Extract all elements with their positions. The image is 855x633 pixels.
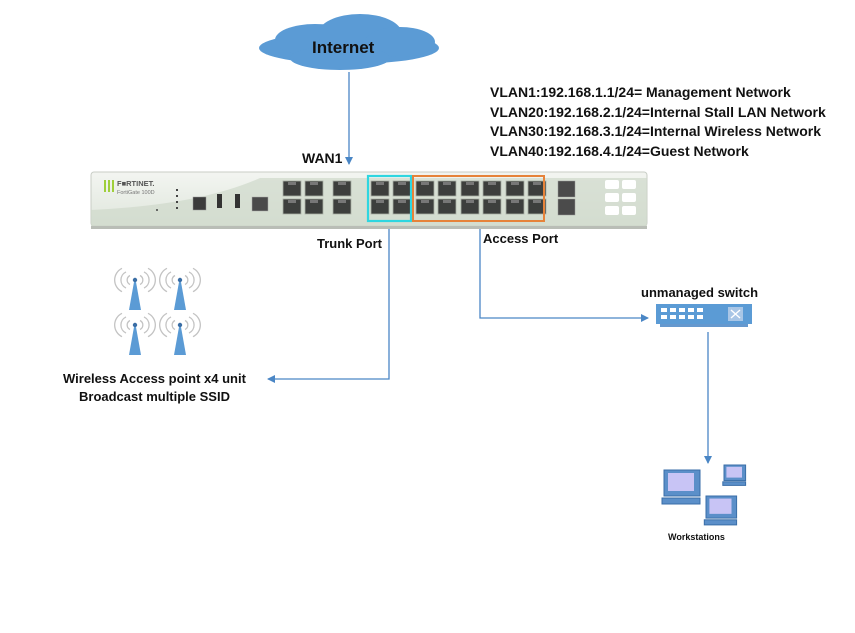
workstation-icon	[722, 464, 747, 486]
wireless-ap-icon	[159, 267, 201, 310]
wireless-label-line2: Broadcast multiple SSID	[79, 389, 230, 404]
rj45-port	[370, 180, 390, 197]
rj45-port	[460, 198, 480, 215]
fortigate-firewall-device: F■RTINET. FortiGate 100D	[90, 171, 648, 229]
rj45-port	[282, 180, 302, 197]
workstations-icon	[661, 464, 747, 526]
vlan-item: VLAN1:192.168.1.1/24= Management Network	[490, 84, 791, 100]
internet-label: Internet	[312, 38, 375, 57]
rj45-port	[332, 198, 352, 215]
rj45-port	[415, 198, 435, 215]
access-port-highlight	[412, 175, 545, 222]
firewall-brand: F■RTINET.	[117, 179, 154, 188]
wireless-ap-icon	[114, 267, 156, 310]
rj45-port	[437, 198, 457, 215]
vlan-item: VLAN20:192.168.2.1/24=Internal Stall LAN…	[490, 103, 826, 120]
wireless-access-points	[114, 267, 201, 355]
vlan-list: VLAN1:192.168.1.1/24= Management Network…	[490, 83, 826, 161]
trunk-port-highlight	[366, 174, 413, 223]
rj45-port	[527, 198, 547, 215]
sfp-ports	[557, 180, 576, 216]
workstations-label: Workstations	[668, 532, 725, 542]
vlan-item: VLAN40:192.168.4.1/24=Guest Network	[490, 142, 749, 159]
unmanaged-switch-icon	[656, 304, 752, 327]
fortinet-logo-icon	[104, 180, 114, 192]
vent-grille	[605, 180, 636, 215]
vlan-item: VLAN30:192.168.3.1/24=Internal Wireless …	[490, 123, 821, 139]
workstation-icon	[703, 495, 738, 526]
internet-cloud-icon	[259, 14, 439, 70]
workstation-icon	[661, 469, 701, 505]
connector-access-switch	[479, 221, 649, 322]
rj45-port	[505, 198, 525, 215]
wireless-ap-icon	[114, 312, 156, 355]
rj45-port	[415, 180, 435, 197]
unmanaged-switch-label: unmanaged switch	[641, 285, 759, 300]
rj45-port	[437, 180, 457, 197]
rj45-port	[332, 180, 352, 197]
rj45-port	[370, 198, 390, 215]
firewall-model: FortiGate 100D	[117, 190, 155, 196]
wireless-label-line1: Wireless Access point x4 unit	[63, 371, 246, 386]
trunk-port-label: Trunk Port	[317, 236, 383, 251]
access-port-label: Access Port	[483, 231, 559, 246]
wireless-ap-icon	[159, 312, 201, 355]
rj45-port	[527, 180, 547, 197]
rj45-port	[304, 180, 324, 197]
rj45-ports	[282, 180, 547, 215]
rj45-port	[482, 198, 502, 215]
connector-trunk-wireless	[267, 221, 390, 383]
rj45-port	[304, 198, 324, 215]
rj45-port	[460, 180, 480, 197]
wan1-label: WAN1	[302, 150, 343, 166]
rj45-port	[282, 198, 302, 215]
rj45-port	[505, 180, 525, 197]
rj45-port	[482, 180, 502, 197]
